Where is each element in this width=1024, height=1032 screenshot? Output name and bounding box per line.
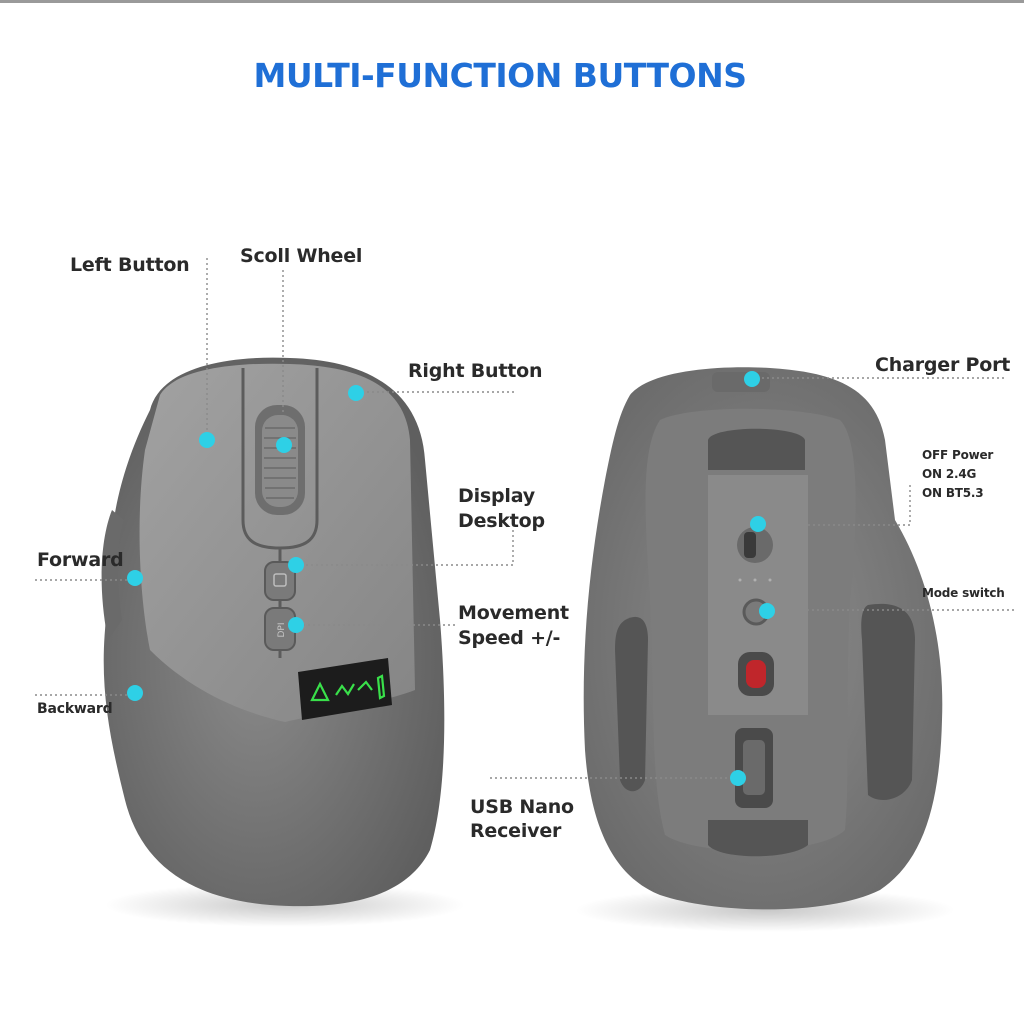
- usb-receiver[interactable]: [743, 740, 765, 795]
- side-buttons: [101, 510, 124, 640]
- dpi-icon: DPI: [277, 622, 287, 637]
- battery-wireless-bluetooth-icon: [310, 674, 386, 702]
- label-power-bt: ON BT5.3: [922, 486, 984, 500]
- desktop-icon: [273, 573, 287, 587]
- top-divider: [0, 0, 1024, 3]
- label-usb-receiver-line2: Receiver: [470, 820, 562, 842]
- power-switch-knob: [744, 532, 756, 558]
- label-forward: Forward: [37, 549, 124, 571]
- left-foot-pad: [615, 616, 648, 792]
- label-left-button: Left Button: [70, 254, 190, 276]
- label-movement-speed: Movement Speed +/-: [458, 601, 569, 651]
- top-foot-pad: [708, 428, 805, 470]
- display-desktop-button[interactable]: [264, 561, 296, 601]
- bottom-foot-pad: [708, 820, 808, 857]
- label-movement-speed-line2: Speed +/-: [458, 627, 561, 649]
- label-power-24g: ON 2.4G: [922, 467, 977, 481]
- charger-port: [712, 372, 770, 392]
- right-foot-pad: [861, 603, 915, 800]
- cyan-dot-icon: [127, 371, 775, 786]
- label-backward: Backward: [37, 701, 113, 717]
- label-scroll-wheel: Scoll Wheel: [240, 245, 363, 267]
- sensor-light: [746, 660, 766, 688]
- label-display-desktop: Display Desktop: [458, 484, 545, 534]
- label-usb-receiver-line1: USB Nano: [470, 796, 574, 818]
- label-display-desktop-line2: Desktop: [458, 510, 545, 532]
- label-mode-switch: Mode switch: [922, 586, 1005, 600]
- label-movement-speed-line1: Movement: [458, 602, 569, 624]
- label-usb-receiver: USB Nano Receiver: [470, 795, 574, 843]
- leader-lines: [35, 258, 1015, 779]
- mouse-button-panel: [139, 363, 416, 722]
- label-right-button: Right Button: [408, 360, 543, 382]
- label-display-desktop-line1: Display: [458, 485, 535, 507]
- mouse-top-view: DPI: [101, 357, 445, 907]
- mouse-bottom-view: [583, 367, 943, 910]
- scroll-wheel[interactable]: [262, 415, 298, 507]
- label-charger-port: Charger Port: [875, 354, 1011, 376]
- right-mouse-shadow: [575, 888, 955, 932]
- label-power-off: OFF Power: [922, 448, 994, 462]
- page-title: MULTI-FUNCTION BUTTONS: [253, 56, 747, 95]
- label-power-modes: OFF Power ON 2.4G ON BT5.3: [922, 446, 993, 503]
